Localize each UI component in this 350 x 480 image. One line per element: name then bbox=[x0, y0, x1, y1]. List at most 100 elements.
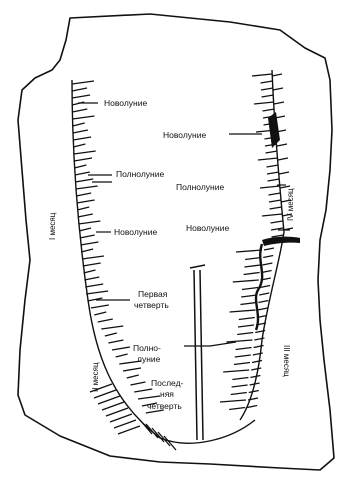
notch-mark bbox=[241, 295, 257, 297]
notch-mark bbox=[72, 88, 87, 91]
label-new-moon-1: Новолуние bbox=[104, 98, 147, 108]
notch-mark bbox=[272, 74, 282, 76]
notch-mark bbox=[83, 270, 95, 273]
notch-mark bbox=[80, 242, 98, 245]
notch-mark bbox=[238, 325, 254, 327]
notch-mark bbox=[74, 158, 92, 161]
notch-mark bbox=[77, 200, 95, 203]
label-last-quarter-line2: няя bbox=[160, 389, 174, 399]
notch-mark bbox=[75, 172, 90, 175]
center-line-right bbox=[200, 270, 203, 440]
notch-mark bbox=[140, 420, 152, 434]
center-cap bbox=[190, 265, 205, 268]
label-last-quarter-line1: Послед- bbox=[151, 378, 184, 388]
notch-mark bbox=[247, 406, 257, 408]
notch-mark bbox=[250, 376, 260, 378]
notch-mark bbox=[245, 258, 261, 260]
notch-mark bbox=[258, 301, 268, 303]
notch-mark bbox=[74, 151, 96, 154]
label-new-moon-3: Новолуние bbox=[114, 227, 157, 237]
notch-mark bbox=[223, 370, 249, 372]
notch-mark bbox=[252, 74, 272, 76]
notch-mark bbox=[80, 235, 95, 238]
notch-mark bbox=[262, 95, 274, 97]
notch-mark bbox=[94, 312, 106, 315]
label-full-moon-2: Полнолуние bbox=[176, 182, 224, 192]
notch-mark bbox=[235, 355, 251, 357]
notch-mark bbox=[254, 102, 274, 104]
label-new-moon-2: Новолуние bbox=[163, 130, 206, 140]
notch-mark bbox=[102, 402, 124, 410]
notch-mark bbox=[76, 186, 98, 189]
notch-mark bbox=[271, 221, 283, 223]
notch-mark bbox=[254, 346, 264, 348]
notch-mark bbox=[236, 348, 252, 350]
month-label-1: I месяц bbox=[48, 212, 57, 240]
notch-mark bbox=[84, 277, 99, 280]
notch-mark bbox=[269, 193, 281, 195]
notch-mark bbox=[272, 235, 284, 237]
notch-mark bbox=[232, 378, 248, 380]
notch-mark bbox=[123, 368, 141, 371]
notch-mark bbox=[279, 172, 289, 174]
notch-mark bbox=[252, 361, 262, 363]
notch-mark bbox=[262, 263, 272, 265]
notch-mark bbox=[278, 158, 288, 160]
notch-mark bbox=[230, 310, 256, 312]
notch-mark bbox=[116, 354, 128, 357]
notch-mark bbox=[75, 179, 93, 182]
notch-mark bbox=[73, 123, 85, 126]
notch-mark bbox=[127, 375, 139, 378]
label-full-moon-3-line2: луние bbox=[137, 354, 161, 364]
notch-mark bbox=[277, 144, 287, 146]
notch-mark bbox=[72, 116, 94, 119]
notch-mark bbox=[261, 81, 273, 83]
notch-mark bbox=[280, 186, 290, 188]
notch-mark bbox=[273, 88, 283, 90]
notch-mark bbox=[72, 81, 94, 84]
notch-mark bbox=[233, 280, 259, 282]
notch-mark bbox=[274, 102, 284, 104]
month-label-3: III месяц bbox=[282, 345, 291, 377]
notch-mark bbox=[226, 340, 252, 342]
notch-mark bbox=[268, 179, 280, 181]
notch-mark bbox=[234, 363, 250, 365]
notch-mark bbox=[253, 353, 263, 355]
notch-mark bbox=[267, 172, 279, 174]
notch-mark bbox=[152, 428, 164, 442]
notch-mark bbox=[76, 193, 91, 196]
notch-mark bbox=[270, 207, 282, 209]
notch-mark bbox=[240, 303, 256, 305]
notch-mark bbox=[81, 249, 93, 252]
notch-mark bbox=[130, 382, 145, 385]
notch-mark bbox=[82, 256, 104, 259]
notch-mark bbox=[164, 436, 176, 450]
notch-mark bbox=[236, 250, 262, 252]
notch-mark bbox=[101, 326, 123, 329]
notch-mark bbox=[72, 95, 90, 98]
notch-mark bbox=[258, 158, 278, 160]
label-full-moon-1: Полнолуние bbox=[116, 169, 164, 179]
month-label-2: II месяц bbox=[91, 362, 100, 392]
notch-mark bbox=[262, 214, 282, 216]
notch-mark bbox=[106, 408, 128, 416]
notch-mark bbox=[239, 318, 255, 320]
notch-mark bbox=[78, 214, 93, 217]
notch-mark bbox=[73, 130, 88, 133]
notch-mark bbox=[78, 221, 100, 224]
notch-mark bbox=[98, 319, 113, 322]
notch-mark bbox=[267, 165, 279, 167]
notch-mark bbox=[86, 291, 108, 294]
notch-mark bbox=[220, 400, 246, 402]
notch-mark bbox=[244, 265, 260, 267]
notch-mark bbox=[85, 284, 103, 287]
notch-mark bbox=[258, 308, 268, 310]
notch-mark bbox=[73, 144, 85, 147]
notch-mark bbox=[229, 408, 245, 410]
notch-mark bbox=[108, 340, 123, 343]
label-first-quarter-line1: Первая bbox=[138, 289, 168, 299]
notch-mark bbox=[269, 200, 281, 202]
thick-groove bbox=[262, 237, 300, 246]
notch-mark bbox=[232, 385, 248, 387]
